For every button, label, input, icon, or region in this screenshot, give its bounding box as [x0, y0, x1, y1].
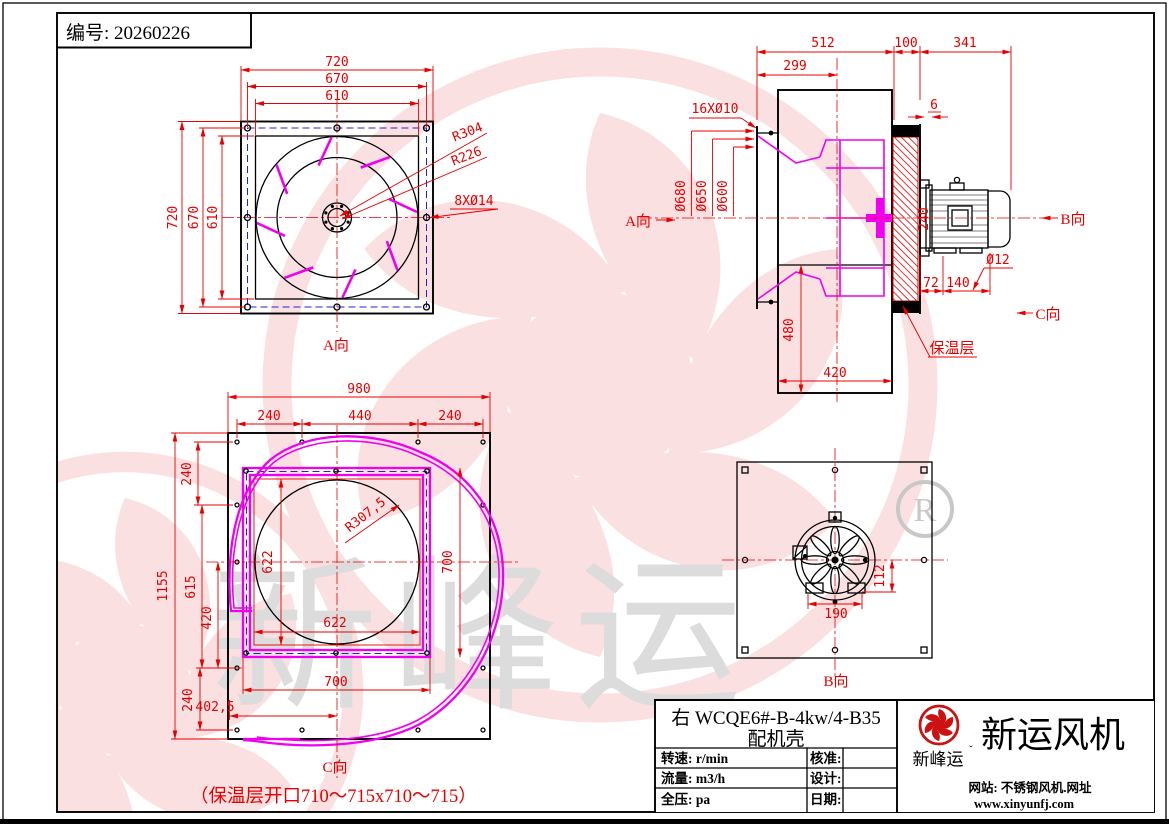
- dim-6: 6: [930, 98, 938, 113]
- svg-text:R: R: [914, 492, 937, 529]
- brand-name: 新运风机: [981, 715, 1125, 755]
- label-8x14-holes: 8XØ14: [454, 194, 493, 209]
- label-16x10-holes: 16XØ10: [692, 102, 739, 117]
- dim-670-left: 670: [187, 206, 202, 229]
- motor: [925, 176, 1011, 254]
- dim-670-top: 670: [325, 72, 348, 87]
- dim-622-v: 622: [261, 550, 276, 573]
- dim-140: 140: [946, 276, 969, 291]
- dim-d680: Ø680: [674, 180, 689, 211]
- dim-299: 299: [783, 59, 806, 74]
- front-view-label: A向: [323, 337, 349, 354]
- dim-100: 100: [894, 36, 917, 51]
- dim-440: 440: [348, 409, 371, 424]
- back-view: 112 190 B向: [722, 448, 948, 690]
- dim-d12: Ø12: [986, 253, 1009, 268]
- dim-420-side: 420: [823, 366, 846, 381]
- impeller-blades: [256, 136, 418, 299]
- model-title: 右 WCQE6#-B-4kw/4-B35: [671, 707, 881, 729]
- dim-190: 190: [824, 607, 847, 622]
- dim-402-5: 402,5: [195, 700, 234, 715]
- dim-d650: Ø650: [695, 180, 710, 211]
- hub-bolt-dots: [324, 204, 350, 231]
- watermark-layer: 新峰运 R: [0, 62, 954, 827]
- back-dims: 112 190: [807, 559, 896, 622]
- dim-512: 512: [811, 36, 834, 51]
- motor-fan-cover: [792, 511, 876, 605]
- pressure-field: 全压: pa: [660, 791, 710, 807]
- serial-number: 编号: 20260226: [66, 22, 190, 44]
- dim-480: 480: [782, 318, 797, 341]
- view-c-label: C向: [1035, 306, 1060, 323]
- website-line2: www.xinyunfj.com: [974, 797, 1075, 811]
- dim-622-h: 622: [323, 616, 346, 631]
- side-view: 512 100 341 299 6 16XØ10 Ø680 Ø650 Ø600 …: [625, 36, 1086, 402]
- dim-615: 615: [184, 575, 199, 598]
- dim-72: 72: [923, 276, 939, 291]
- dim-720-top: 720: [325, 55, 348, 70]
- dim-240-a: 240: [257, 409, 280, 424]
- view-a-label: A向: [625, 213, 651, 230]
- bottom-view: 980 240 440 240 1155 240 615 420 240 622…: [156, 382, 520, 807]
- dim-700-b: 700: [324, 675, 347, 690]
- website-line1: 网站: 不锈钢风机.网址: [969, 780, 1092, 795]
- dim-240-d: 240: [181, 688, 196, 711]
- flow-field: 流量: m3/h: [661, 770, 726, 786]
- brand-area: 新峰运 ˇ 新运风机 网站: 不锈钢风机.网址 www.xinyunfj.com: [913, 704, 1125, 811]
- side-dims: 512 100 341 299 6 16XØ10 Ø680 Ø650 Ø600 …: [625, 36, 1086, 394]
- label-r304: R304: [450, 120, 485, 145]
- design-field: 设计:: [810, 770, 842, 786]
- dim-240-c: 240: [180, 462, 195, 485]
- front-view: 720 670 610 720 670 610 R304 R226 8XØ14 …: [166, 55, 499, 354]
- back-view-label: B向: [823, 673, 848, 690]
- front-dims: 720 670 610 720 670 610 R304 R226 8XØ14: [166, 55, 499, 314]
- insulation-label: 保温层: [929, 340, 974, 357]
- dim-112: 112: [873, 564, 888, 587]
- dim-240-flange: 240: [917, 207, 932, 230]
- insulation-opening-note: （保温层开口710～715x710～715）: [190, 786, 477, 807]
- bottom-view-label: C向: [322, 759, 347, 776]
- brand-sub-name: 新峰运: [913, 750, 964, 769]
- brand-mark: ˇ: [969, 744, 973, 756]
- dim-610-top: 610: [325, 89, 348, 104]
- dim-240-b: 240: [438, 409, 461, 424]
- model-subtitle: 配机壳: [747, 728, 804, 750]
- speed-field: 转速: r/min: [661, 750, 729, 766]
- dim-980: 980: [347, 382, 370, 397]
- title-block: 右 WCQE6#-B-4kw/4-B35 配机壳 转速: r/min 核准: 流…: [654, 699, 1155, 813]
- date-field: 日期:: [810, 792, 842, 807]
- view-b-label: B向: [1060, 211, 1085, 228]
- insulation-layer: [892, 124, 930, 314]
- volute-scroll: [228, 435, 505, 747]
- dim-d600: Ø600: [716, 180, 731, 211]
- dim-610-left: 610: [206, 206, 221, 229]
- registered-mark-watermark: R: [896, 480, 954, 538]
- dim-420-bottom: 420: [200, 606, 215, 629]
- dim-700-r: 700: [441, 550, 456, 573]
- dim-720-left: 720: [166, 206, 181, 229]
- dim-341: 341: [953, 36, 976, 51]
- approve-field: 核准:: [810, 750, 842, 766]
- dim-1155: 1155: [156, 570, 171, 601]
- brand-text-watermark: 新峰运: [210, 546, 756, 732]
